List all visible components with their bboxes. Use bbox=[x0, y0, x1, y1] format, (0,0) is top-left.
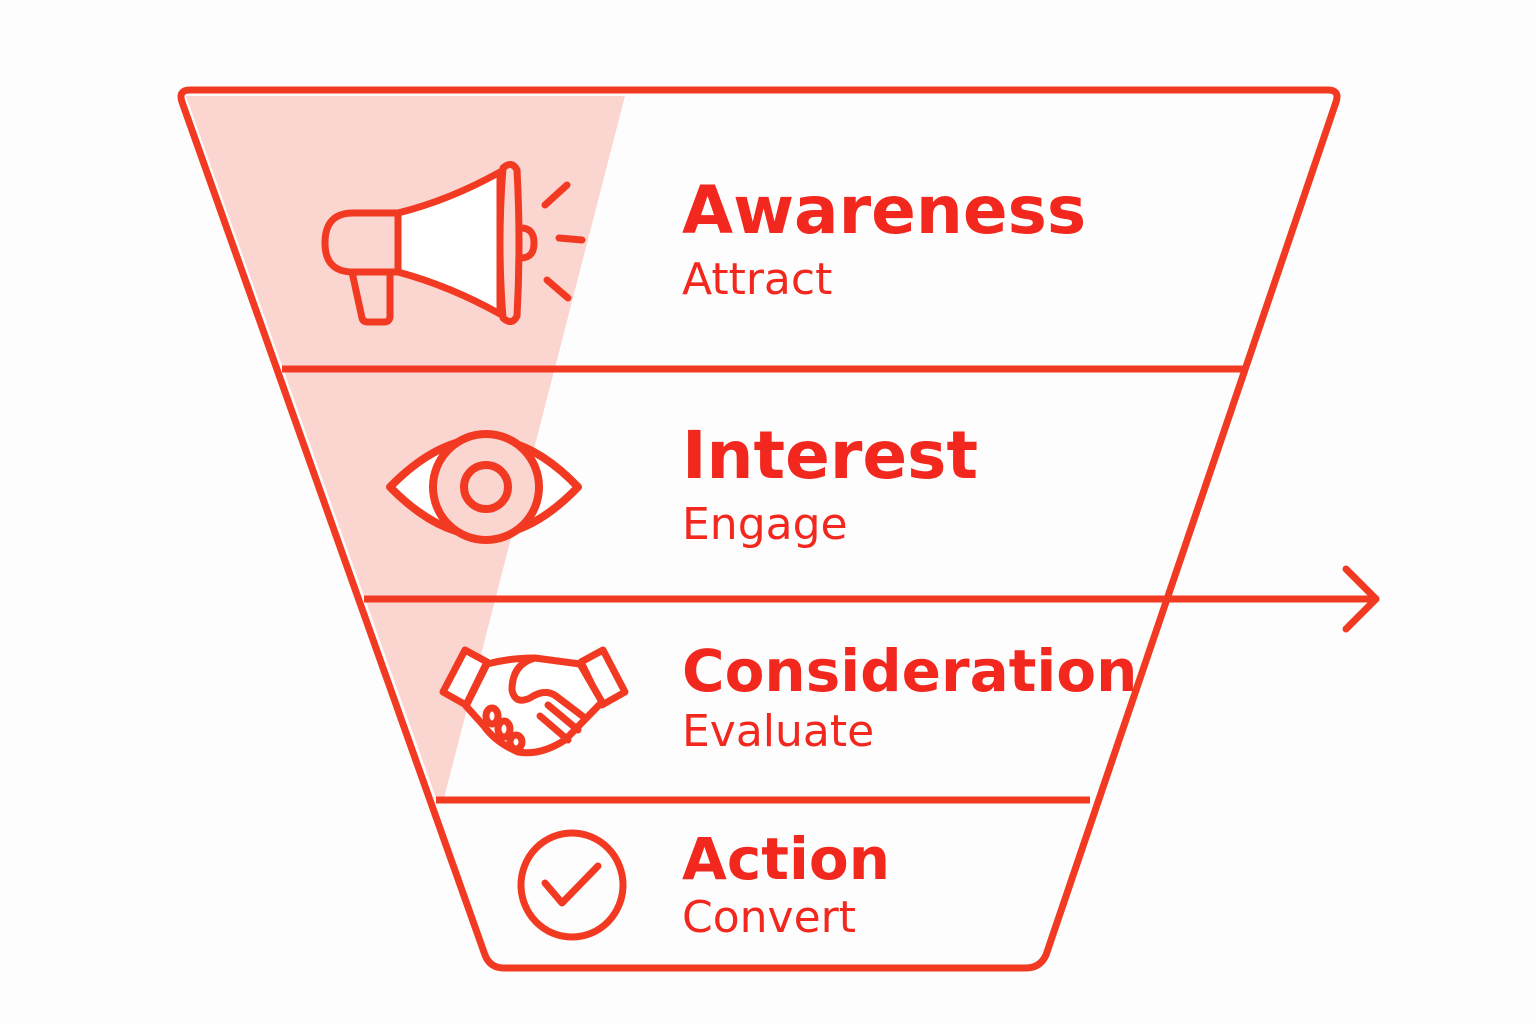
stage-subtitle: Engage bbox=[682, 499, 848, 550]
arrow-right-icon bbox=[1156, 565, 1380, 633]
stage-interest: Interest Engage bbox=[682, 423, 978, 547]
stage-title: Awareness bbox=[682, 172, 1087, 249]
stage-consideration: Consideration Evaluate bbox=[682, 642, 1137, 754]
megaphone-icon bbox=[321, 161, 586, 326]
stage-title: Consideration bbox=[682, 637, 1138, 705]
stage-subtitle: Convert bbox=[682, 892, 856, 943]
stage-awareness: Awareness Attract bbox=[682, 178, 1086, 302]
funnel-outline bbox=[177, 86, 1341, 972]
handshake-icon bbox=[439, 646, 629, 757]
stage-title: Action bbox=[682, 825, 891, 893]
check-circle-icon bbox=[517, 829, 627, 941]
stage-subtitle: Attract bbox=[682, 254, 833, 305]
stage-action: Action Convert bbox=[682, 830, 890, 940]
stage-title: Interest bbox=[682, 417, 979, 494]
eye-icon bbox=[386, 430, 582, 544]
stage-subtitle: Evaluate bbox=[682, 706, 875, 757]
